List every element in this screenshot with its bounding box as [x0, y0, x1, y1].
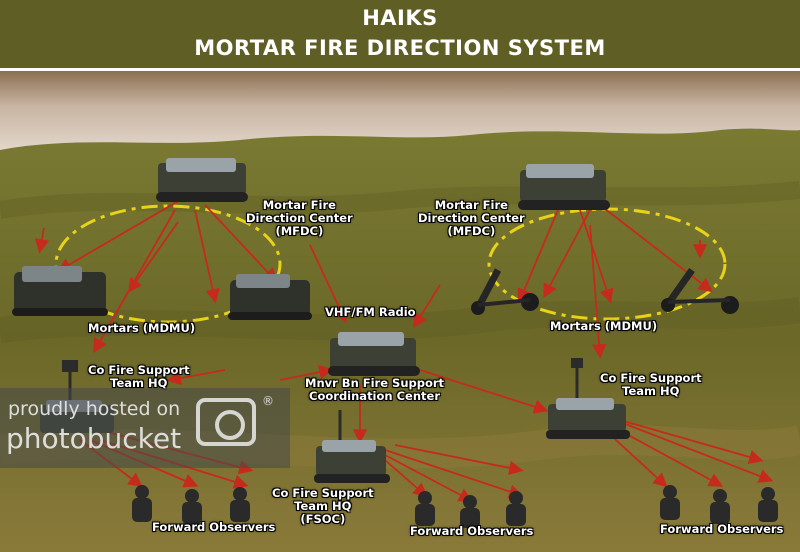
soldier-icon: [460, 495, 480, 528]
forward-observer-group-right: [660, 485, 778, 524]
mfdc-vehicle-left: [156, 158, 248, 202]
title-line-2: MORTAR FIRE DIRECTION SYSTEM: [194, 36, 606, 60]
label-mfdc-right: Mortar Fire Direction Center (MFDC): [418, 198, 525, 238]
mnvr-bn-vehicle: [328, 332, 420, 376]
title-rule: [0, 68, 800, 71]
label-co-hq-left: Co Fire Support Team HQ: [88, 363, 190, 390]
towed-mortar-right: [661, 267, 739, 314]
link: [517, 204, 561, 304]
soldier-icon: [506, 491, 526, 526]
photobucket-watermark: proudly hosted on photobucket ®: [0, 388, 290, 468]
link: [579, 209, 614, 304]
label-mnvr-center: Mnvr Bn Fire Support Coordination Center: [305, 376, 445, 403]
soldier-icon: [758, 487, 778, 522]
label-co-hq-fsoc: Co Fire Support Team HQ (FSOC): [272, 486, 374, 526]
soldier-icon: [132, 485, 152, 522]
link: [419, 369, 549, 414]
forward-observer-group-middle: [415, 491, 526, 528]
soldier-icon: [710, 489, 730, 524]
soldier-icon: [415, 491, 435, 526]
label-mfdc-left: Mortar Fire Direction Center (MFDC): [246, 198, 353, 238]
camera-icon: [196, 398, 256, 446]
watermark-line-1: proudly hosted on: [8, 398, 181, 420]
link: [127, 221, 179, 293]
link: [93, 209, 176, 354]
link: [309, 244, 347, 324]
title-line-1: HAIKS: [362, 6, 438, 30]
label-mortars-left: Mortars (MDMU): [88, 321, 196, 335]
link: [619, 419, 764, 464]
fsoc-vehicle: [314, 410, 390, 483]
link: [394, 444, 524, 475]
mortar-carrier-left-1: [12, 266, 108, 316]
mortar-carrier-left-2: [228, 274, 312, 320]
link: [413, 284, 441, 329]
soldier-icon: [230, 487, 250, 522]
watermark-line-2: photobucket: [6, 422, 182, 455]
towed-mortar-left: [471, 268, 539, 315]
label-forward-observers-middle: Forward Observers: [410, 524, 534, 538]
link: [279, 365, 334, 381]
label-forward-observers-left: Forward Observers: [152, 520, 276, 534]
link: [204, 204, 278, 283]
mfdc-vehicle-right: [518, 164, 610, 210]
link: [194, 209, 220, 304]
label-mortars-right: Mortars (MDMU): [550, 319, 658, 333]
label-forward-observers-right: Forward Observers: [660, 522, 784, 536]
link: [543, 209, 591, 299]
network-ring-left: [54, 204, 282, 324]
forward-observer-group-left: [132, 485, 250, 524]
link: [589, 224, 607, 359]
label-co-hq-right: Co Fire Support Team HQ: [600, 371, 702, 398]
soldier-icon: [660, 485, 680, 520]
link: [614, 419, 774, 483]
link: [384, 459, 428, 498]
link: [604, 429, 668, 488]
link: [384, 449, 524, 499]
link: [34, 227, 50, 254]
registered-mark: ®: [262, 394, 274, 408]
title-banner: HAIKS MORTAR FIRE DIRECTION SYSTEM: [0, 0, 800, 70]
link: [384, 454, 474, 502]
label-vhf-radio: VHF/FM Radio: [325, 305, 416, 319]
link: [166, 369, 226, 386]
link: [56, 199, 181, 272]
co-hq-vehicle-right: [546, 358, 630, 439]
soldier-icon: [182, 489, 202, 524]
